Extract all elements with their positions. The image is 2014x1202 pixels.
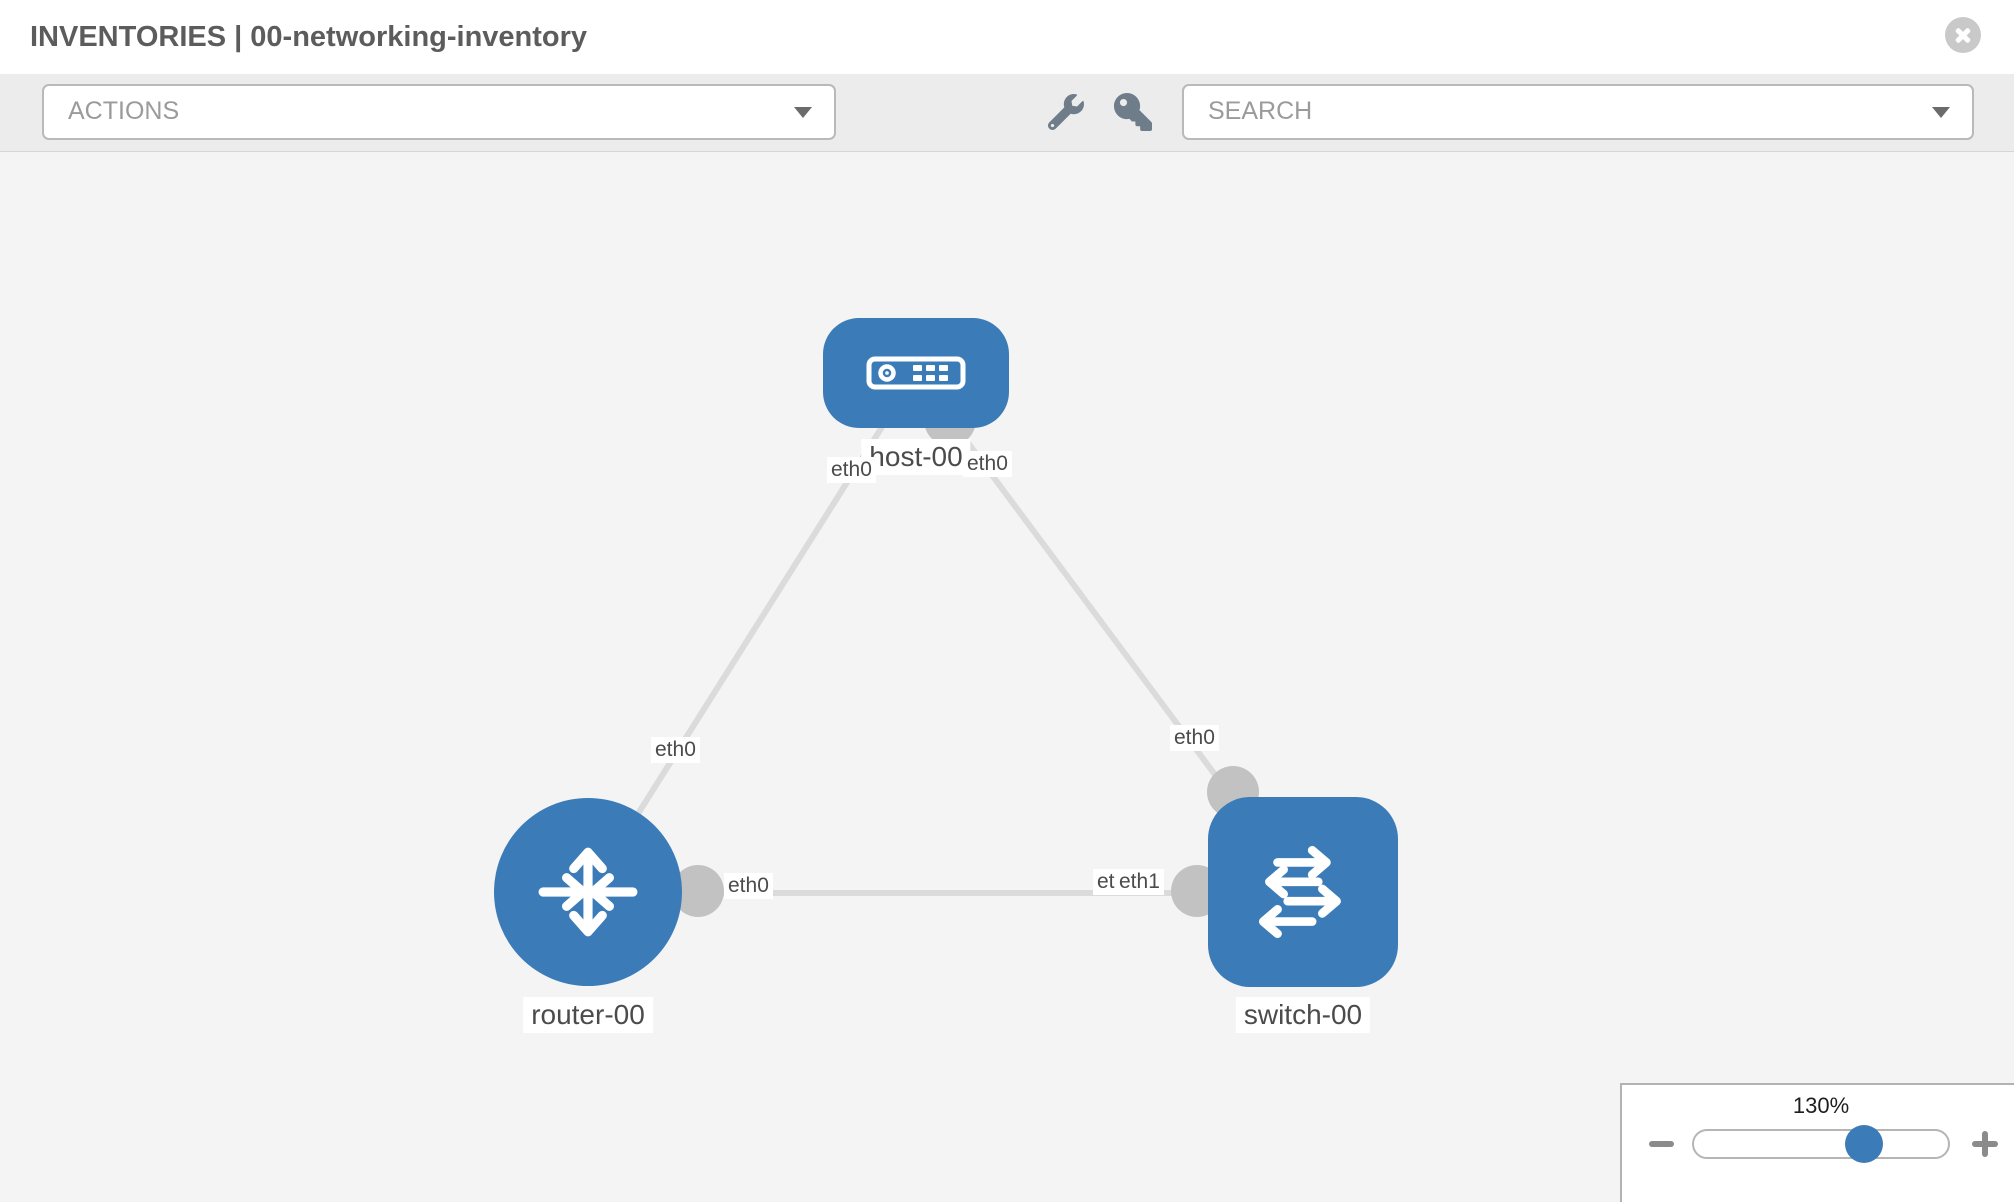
node-label-router-00: router-00 xyxy=(523,997,653,1033)
header: INVENTORIES | 00-networking-inventory xyxy=(0,0,2014,75)
node-router-00[interactable] xyxy=(494,798,682,986)
search-dropdown-label: SEARCH xyxy=(1208,97,1313,125)
chevron-down-icon xyxy=(794,107,812,118)
zoom-level-value: 130% xyxy=(1792,1093,1850,1118)
router-icon xyxy=(538,847,638,937)
search-dropdown[interactable]: SEARCH xyxy=(1182,84,1974,140)
plus-bar xyxy=(1982,1131,1988,1157)
interface-label: eth0 xyxy=(827,457,876,483)
node-label-host-00: host-00 xyxy=(861,439,971,475)
node-label-switch-00: switch-00 xyxy=(1235,997,1371,1033)
interface-label: eth0 xyxy=(651,737,700,763)
interface-label: eth0 xyxy=(724,873,773,899)
wrench-icon[interactable] xyxy=(1048,94,1084,130)
actions-dropdown[interactable]: ACTIONS xyxy=(42,84,836,140)
interface-label: eth1 xyxy=(1115,869,1164,895)
close-icon[interactable] xyxy=(1945,17,1981,53)
chevron-down-icon xyxy=(1932,107,1950,118)
zoom-in-plus-icon[interactable] xyxy=(1972,1131,1998,1157)
topology-canvas[interactable]: host-00 router-00 switch-00 eth0 eth0 et… xyxy=(0,152,2014,1202)
interface-label: eth0 xyxy=(1170,725,1219,751)
switch-icon xyxy=(1258,845,1341,939)
key-icon[interactable] xyxy=(1114,93,1152,131)
zoom-out-minus-icon[interactable] xyxy=(1649,1141,1674,1147)
host-icon xyxy=(866,356,966,390)
zoom-slider-thumb[interactable] xyxy=(1845,1125,1883,1163)
interface-label: eth0 xyxy=(963,451,1012,477)
zoom-control-panel: 130% xyxy=(1620,1083,2014,1202)
node-switch-00[interactable] xyxy=(1208,797,1398,987)
actions-dropdown-label: ACTIONS xyxy=(68,97,180,125)
node-host-00[interactable] xyxy=(823,318,1009,428)
toolbar: ACTIONS SEARCH xyxy=(0,74,2014,152)
zoom-slider-track[interactable] xyxy=(1692,1129,1950,1159)
topology-links xyxy=(585,371,1306,896)
page-title: INVENTORIES | 00-networking-inventory xyxy=(30,21,588,53)
